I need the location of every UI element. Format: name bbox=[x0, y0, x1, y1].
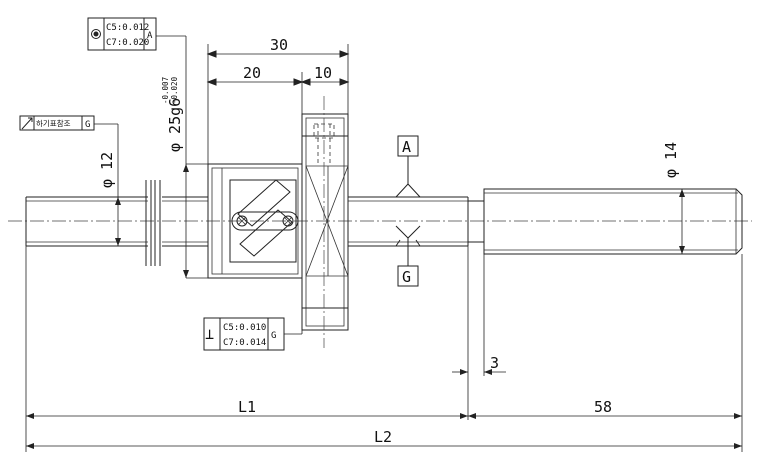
runout-datum: G bbox=[85, 120, 90, 130]
dim-30: 30 bbox=[270, 36, 288, 54]
end-diameter-dimension bbox=[679, 189, 685, 254]
perp-c7: C7:0.014 bbox=[223, 338, 266, 348]
nut-diameter-dimension bbox=[156, 35, 208, 279]
dim-gap: 3 bbox=[490, 354, 499, 372]
dim-nut-tol-upper: -0.007 bbox=[161, 77, 170, 104]
coaxiality-frame bbox=[87, 17, 157, 51]
datum-g-marker bbox=[395, 225, 421, 287]
gap-dimension bbox=[452, 246, 506, 420]
nut-length-dimensions bbox=[206, 44, 350, 164]
datum-a-marker bbox=[395, 135, 421, 198]
dim-shaft-diameter: φ 12 bbox=[98, 152, 116, 188]
shaft-end bbox=[483, 188, 743, 255]
perp-c5: C5:0.010 bbox=[223, 323, 266, 333]
coax-datum: A bbox=[147, 31, 153, 41]
dim-20: 20 bbox=[243, 64, 261, 82]
datum-a-label: A bbox=[402, 138, 411, 156]
datum-g-label: G bbox=[402, 268, 411, 286]
runout-note: 하기표참조 bbox=[36, 118, 71, 128]
perpendicularity-frame bbox=[203, 308, 303, 351]
perp-datum: G bbox=[271, 331, 276, 341]
screw-shaft bbox=[25, 180, 484, 266]
dim-end-diameter: φ 14 bbox=[662, 142, 680, 178]
dim-end-length: 58 bbox=[594, 398, 612, 416]
dim-l2: L2 bbox=[374, 428, 392, 446]
coax-c7: C7:0.020 bbox=[106, 38, 149, 48]
shaft-diameter-dimension bbox=[94, 123, 121, 246]
perp-symbol: ⊥ bbox=[205, 325, 214, 343]
dim-l1: L1 bbox=[238, 398, 256, 416]
nut-flange bbox=[301, 96, 349, 348]
length-dimensions bbox=[25, 246, 743, 452]
coax-c5: C5:0.012 bbox=[106, 23, 149, 33]
dim-nut-tol-lower: -0.020 bbox=[170, 76, 179, 104]
dim-10: 10 bbox=[314, 64, 332, 82]
runout-frame bbox=[19, 115, 95, 131]
dim-nut-diameter: φ 25g6 bbox=[166, 98, 184, 152]
